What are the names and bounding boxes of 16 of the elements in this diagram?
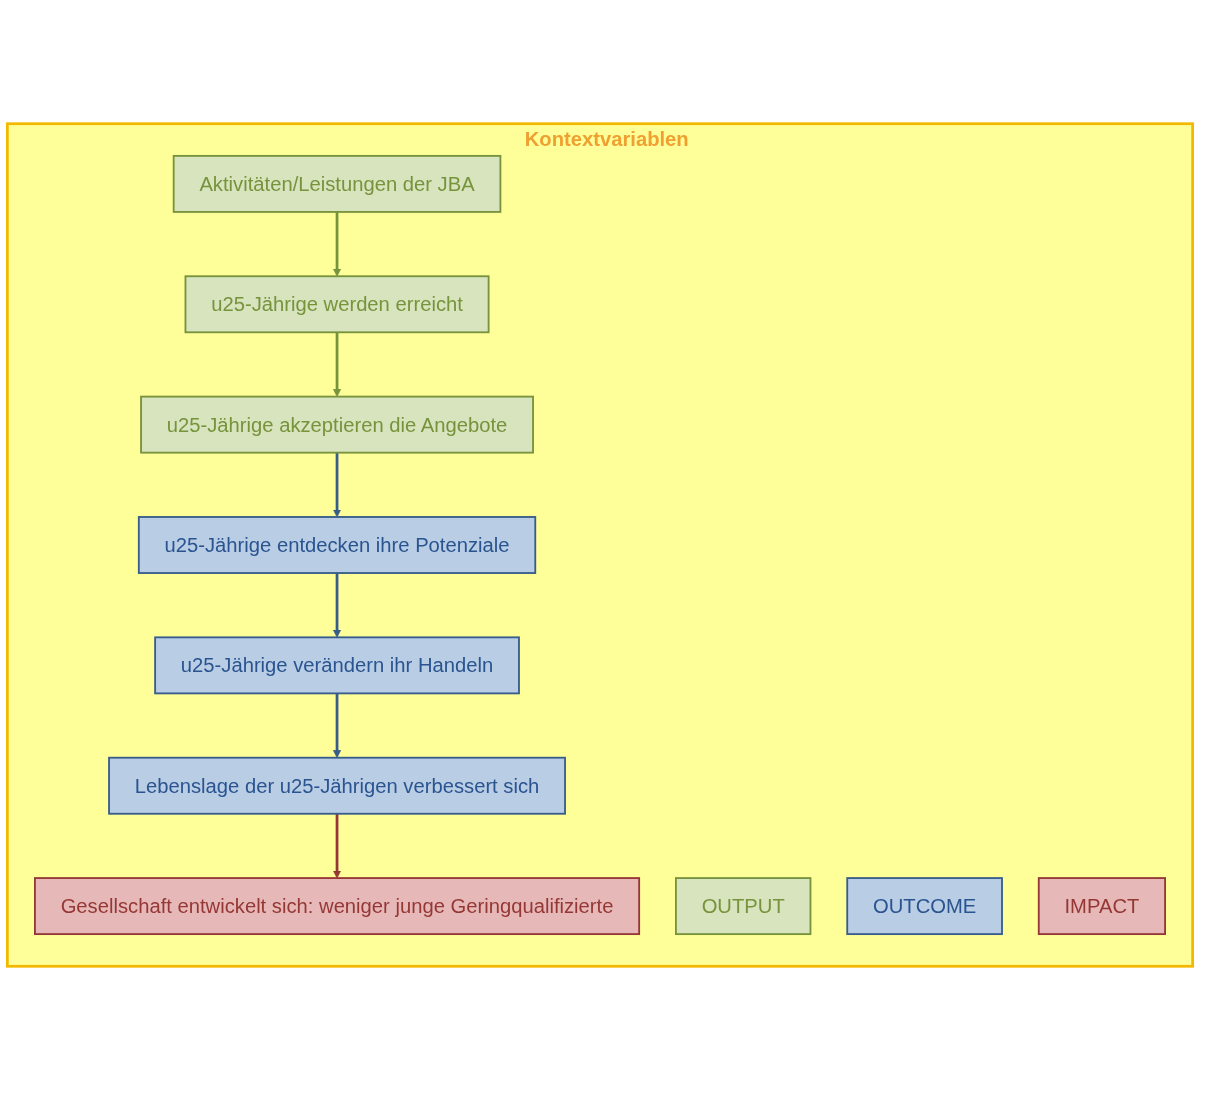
node-box: Gesellschaft entwickelt sich: weniger junge Geringqualifizierte (34, 877, 641, 936)
node-box: IMPACT (1037, 877, 1166, 936)
node-box: u25-Jährige entdecken ihre Potenziale (137, 516, 537, 574)
arrow (333, 693, 342, 759)
arrow (333, 332, 342, 397)
node-box: Aktivitäten/Leistungen der JBA (172, 154, 502, 213)
arrow (333, 452, 342, 518)
node-box: OUTCOME (846, 877, 1003, 936)
node-box: Lebenslage der u25-Jährigen verbessert sich (108, 756, 566, 815)
arrow (333, 211, 342, 277)
node-box: u25-Jährige verändern ihr Handeln (154, 636, 520, 695)
node-box: OUTPUT (675, 877, 812, 936)
node-box: u25-Jährige akzeptieren die Angebote (140, 395, 534, 454)
arrow (333, 813, 342, 879)
node-box: u25-Jährige werden erreicht (184, 275, 490, 334)
arrow (333, 573, 342, 638)
